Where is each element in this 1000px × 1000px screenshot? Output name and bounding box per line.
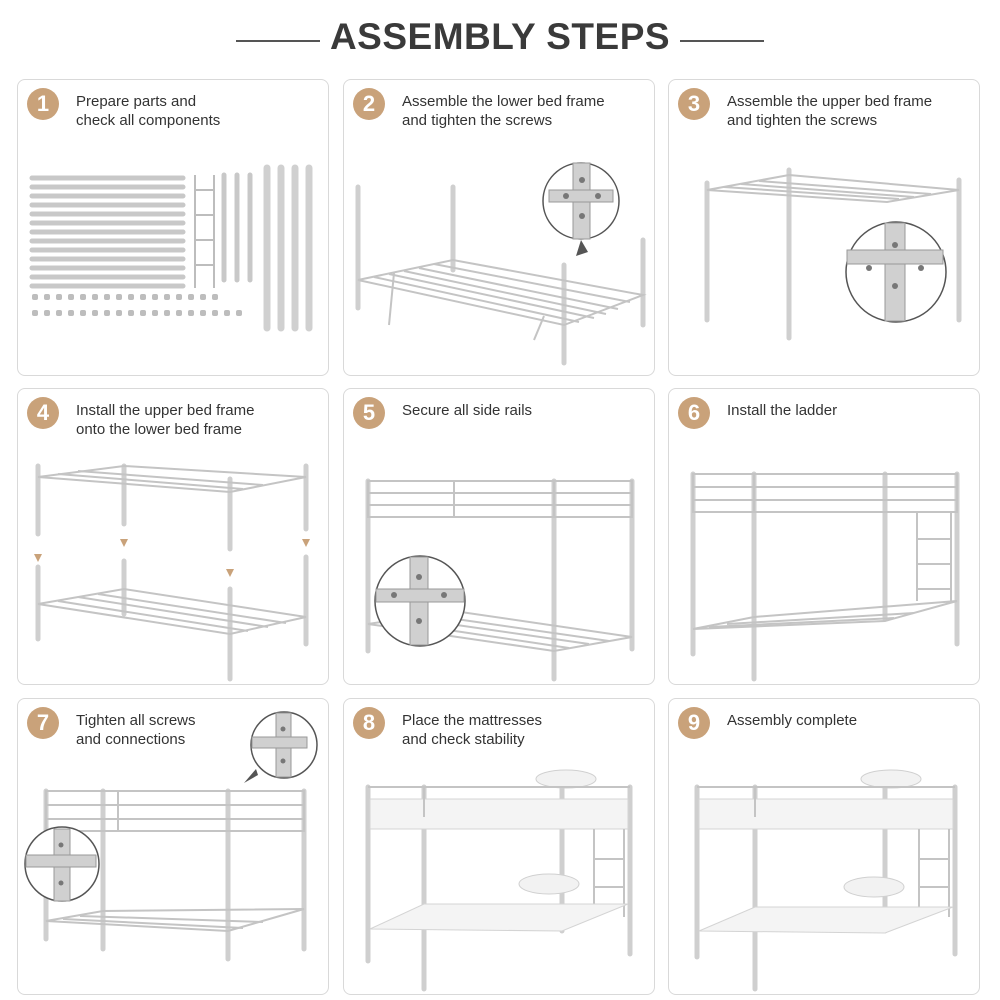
step-caption: Install the ladder xyxy=(727,401,972,420)
step-caption: Assembly complete xyxy=(727,711,972,730)
step-card-4: 4 Install the upper bed frame onto the l… xyxy=(17,388,329,685)
step-caption: Assemble the lower bed frame and tighten… xyxy=(402,92,647,130)
lower-frame-illustration xyxy=(355,162,647,366)
step-caption: Place the mattresses and check stability xyxy=(402,711,647,749)
step-card-6: 6 Install the ladder xyxy=(668,388,980,685)
step-caption-line: and tighten the screws xyxy=(402,112,553,129)
step-card-8: 8 Place the mattresses and check stabili… xyxy=(343,698,655,995)
step-caption-line: Assemble the upper bed frame xyxy=(727,93,933,110)
step-caption-line: and check stability xyxy=(402,731,525,748)
step-card-5: 5 Secure all side rails xyxy=(343,388,655,685)
step-number-badge: 8 xyxy=(353,707,385,739)
step-caption: Secure all side rails xyxy=(402,401,647,420)
step-caption-line: Secure all side rails xyxy=(402,402,533,419)
step-caption-line: Assemble the lower bed frame xyxy=(402,93,605,110)
step-caption: Assemble the upper bed frame and tighten… xyxy=(727,92,972,130)
step-caption-line: and connections xyxy=(76,731,186,748)
step-number-badge: 9 xyxy=(678,707,710,739)
step-caption-line: Install the ladder xyxy=(727,402,838,419)
step-number-badge: 2 xyxy=(353,88,385,120)
title-rule-right xyxy=(680,40,764,42)
step-caption: Tighten all screws and connections xyxy=(76,711,321,749)
step-card-9: 9 Assembly complete xyxy=(668,698,980,995)
step-caption-line: Place the mattresses xyxy=(402,712,543,729)
step-caption-line: onto the lower bed frame xyxy=(76,421,242,438)
step-number-badge: 1 xyxy=(27,88,59,120)
side-rails-illustration xyxy=(365,478,635,682)
step-card-7: 7 Tighten all screws and connections xyxy=(17,698,329,995)
page-header: ASSEMBLY STEPS xyxy=(0,0,1000,78)
step-caption-line: Tighten all screws xyxy=(76,712,196,729)
title-rule-left xyxy=(236,40,320,42)
step-number-badge: 7 xyxy=(27,707,59,739)
step-card-2: 2 Assemble the lower bed frame and tight… xyxy=(343,79,655,376)
stacking-illustration xyxy=(34,463,310,682)
step-caption-line: and tighten the screws xyxy=(727,112,878,129)
upper-frame-illustration xyxy=(704,167,962,341)
step-caption: Install the upper bed frame onto the low… xyxy=(76,401,321,439)
step-caption: Prepare parts and check all components xyxy=(76,92,321,130)
step-caption-line: Install the upper bed frame xyxy=(76,402,255,419)
step-number-badge: 6 xyxy=(678,397,710,429)
step-card-1: 1 Prepare parts and check all components xyxy=(17,79,329,376)
parts-illustration xyxy=(29,164,313,332)
page-title: ASSEMBLY STEPS xyxy=(329,16,671,57)
step-card-3: 3 Assemble the upper bed frame and tight… xyxy=(668,79,980,376)
step-caption-line: check all components xyxy=(76,112,221,129)
step-number-badge: 3 xyxy=(678,88,710,120)
step-caption-line: Prepare parts and xyxy=(76,93,197,110)
step-number-badge: 4 xyxy=(27,397,59,429)
step-caption-line: Assembly complete xyxy=(727,712,858,729)
step-number-badge: 5 xyxy=(353,397,385,429)
tightening-illustration xyxy=(24,711,318,962)
ladder-illustration xyxy=(690,471,960,682)
completed-bed-illustration xyxy=(694,769,958,992)
mattresses-illustration xyxy=(365,769,633,992)
